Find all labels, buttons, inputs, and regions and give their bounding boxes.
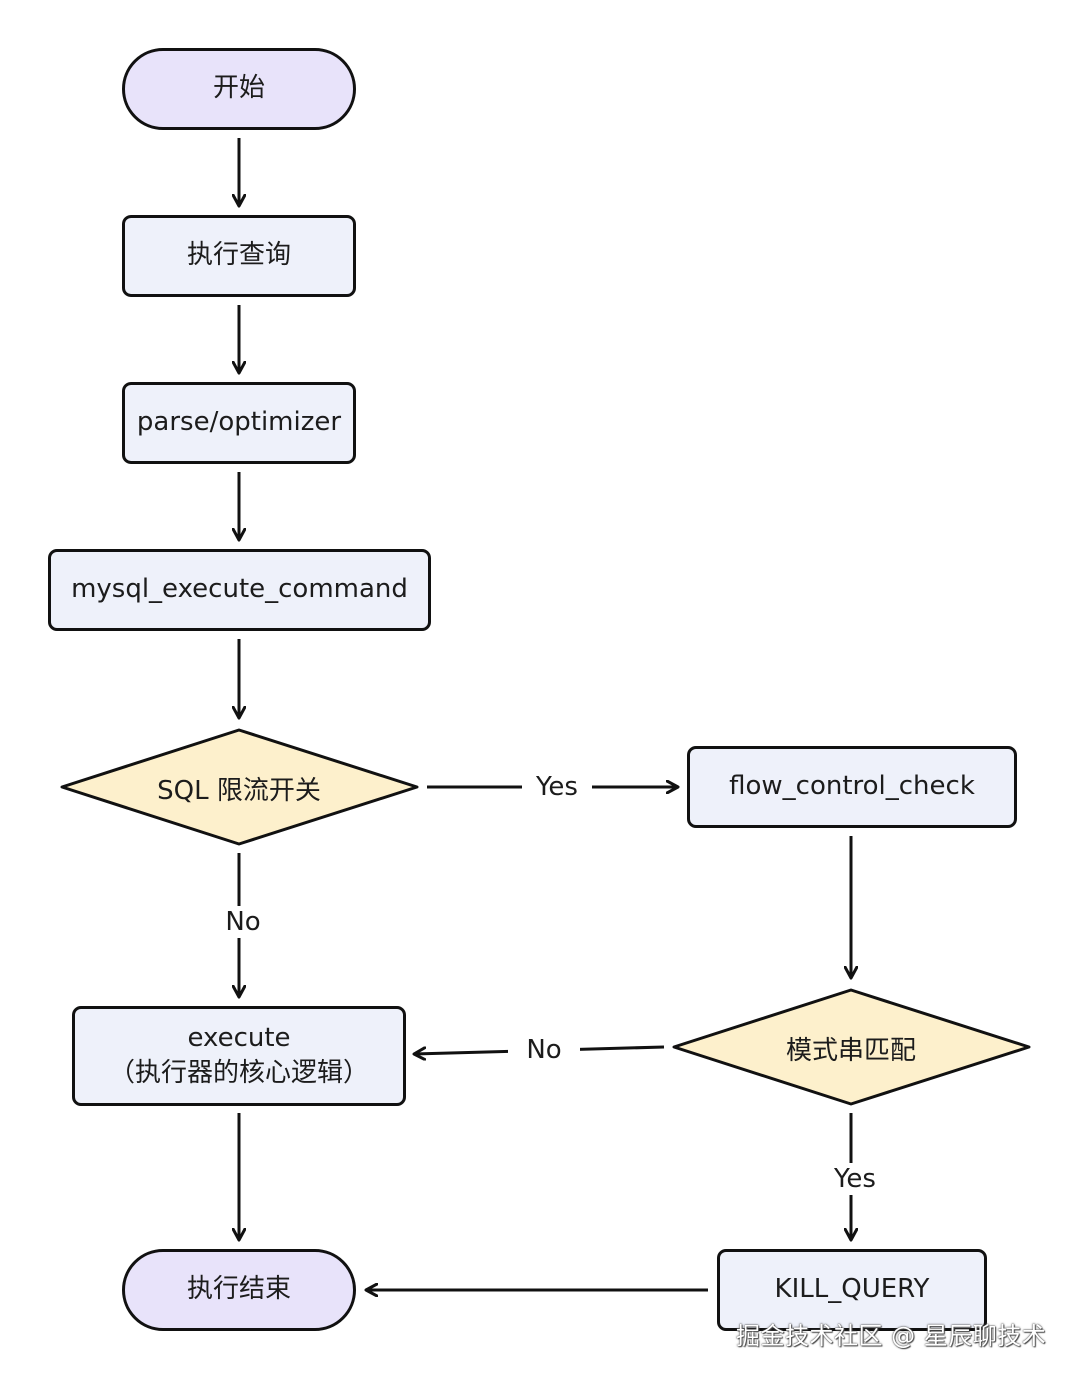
mysql-execute-command-node: mysql_execute_command <box>48 549 431 631</box>
edge-label-match-yes: Yes <box>820 1163 890 1195</box>
watermark-text: 掘金技术社区 @ 星辰聊技术 <box>736 1322 1047 1350</box>
edge-label-match-no: No <box>508 1034 580 1066</box>
execute-node: execute （执行器的核心逻辑） <box>72 1006 406 1106</box>
sql-limit-switch-label: SQL 限流开关 <box>157 775 321 806</box>
end-node: 执行结束 <box>122 1249 356 1331</box>
start-node: 开始 <box>122 48 356 130</box>
edge-label-switch-yes: Yes <box>522 771 592 803</box>
edge-label-switch-no: No <box>211 906 275 938</box>
execute-node-subtitle: （执行器的核心逻辑） <box>108 1058 369 1089</box>
execute-node-title: execute <box>187 1023 291 1053</box>
parse-optimizer-node: parse/optimizer <box>122 382 356 464</box>
decision-sql-limit-switch-shape <box>60 728 419 846</box>
decision-pattern-match-shape <box>672 988 1031 1106</box>
kill-query-node: KILL_QUERY <box>717 1249 987 1331</box>
execute-query-node: 执行查询 <box>122 215 356 297</box>
flow-control-check-node: flow_control_check <box>687 746 1017 828</box>
pattern-match-label: 模式串匹配 <box>785 1035 916 1066</box>
